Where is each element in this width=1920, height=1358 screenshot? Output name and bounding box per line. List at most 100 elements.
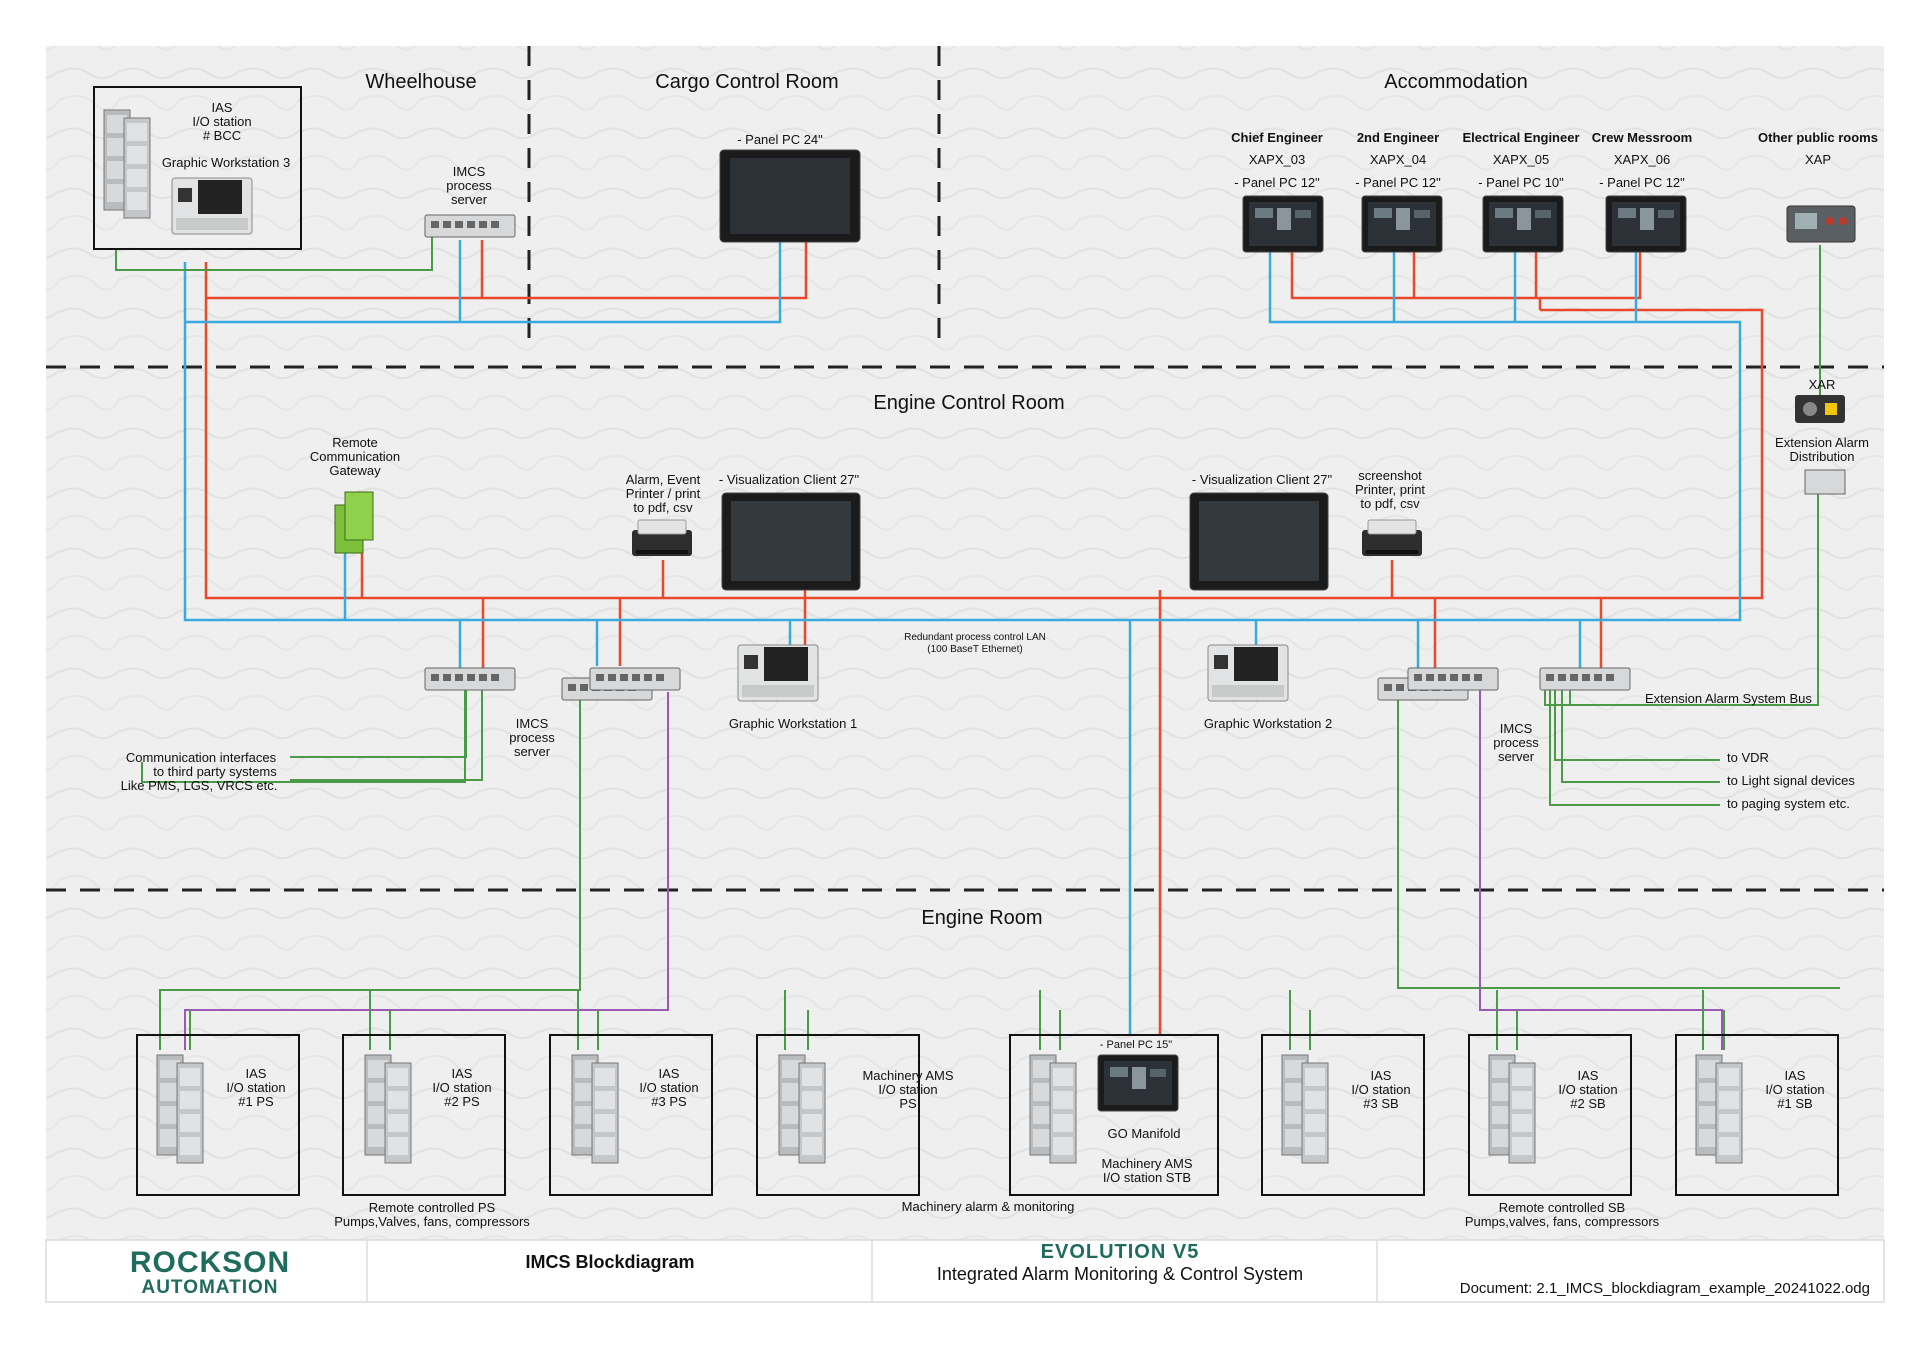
- go-manifold-panel: [1097, 1054, 1179, 1112]
- screenshot-printer-label-1: screenshot: [1358, 468, 1422, 483]
- ext-alarm-label: Extension Alarm: [1775, 435, 1869, 450]
- brand-line-2: AUTOMATION: [141, 1277, 279, 1298]
- station-ams-ps-l2: I/O station: [878, 1082, 937, 1097]
- screenshot-printer-device: [1361, 519, 1423, 557]
- cabin-xapx: XAPX_04: [1370, 152, 1426, 167]
- comm-label-1: Communication interfaces: [126, 750, 277, 765]
- cabin-panel-device: [1242, 195, 1324, 253]
- xap-device: [1786, 205, 1856, 243]
- station-2ps-l2: I/O station: [432, 1080, 491, 1095]
- xap-label: XAP: [1805, 152, 1831, 167]
- document-id: Document: 2.1_IMCS_blockdiagram_example_…: [1459, 1280, 1870, 1297]
- graphic-workstation-3-label: Graphic Workstation 3: [162, 155, 290, 170]
- lan-label-2: (100 BaseT Ethernet): [927, 644, 1022, 655]
- station-2sb-l3: #2 SB: [1570, 1096, 1605, 1111]
- imcs-left-label-1: IMCS: [516, 716, 549, 731]
- product-subtitle: Integrated Alarm Monitoring & Control Sy…: [936, 1264, 1304, 1284]
- wheelhouse-imcs-switch: [424, 214, 516, 238]
- io-rack-1ps: [156, 1054, 204, 1164]
- alarm-printer-label-1: Alarm, Event: [626, 472, 701, 487]
- station-2sb-l1: IAS: [1578, 1068, 1599, 1083]
- imcs-left-label-2: process: [509, 730, 555, 745]
- comm-label-3: Like PMS, LGS, VRCS etc.: [121, 778, 278, 793]
- io-station-frame-3ps: [549, 1034, 713, 1196]
- cabin-xapx: XAPX_06: [1614, 152, 1670, 167]
- alarm-printer-label-3: to pdf, csv: [633, 500, 693, 515]
- graphic-workstation-2-label: Graphic Workstation 2: [1204, 716, 1332, 731]
- diagram-background: [46, 46, 1884, 1240]
- cabin-panel: - Panel PC 12": [1234, 175, 1320, 190]
- zone-accommodation: Accommodation: [1384, 71, 1527, 93]
- graphic-workstation-1-label: Graphic Workstation 1: [729, 716, 857, 731]
- station-3sb-l3: #3 SB: [1363, 1096, 1398, 1111]
- xar-label: XAR: [1809, 377, 1836, 392]
- cabin-crew-messroom: Crew Messroom XAPX_06 - Panel PC 12": [1592, 130, 1692, 253]
- lan-red: [204, 240, 1764, 1035]
- cabin-panel-device: [1482, 195, 1564, 253]
- go-panel-label: - Panel PC 15": [1100, 1039, 1172, 1051]
- ext-bus-label: Extension Alarm System Bus: [1645, 691, 1812, 706]
- wheelhouse-io-rack: [103, 109, 151, 219]
- cabin-panel-device: [1605, 195, 1687, 253]
- other-rooms-label: Other public rooms: [1758, 130, 1878, 145]
- io-rack-2sb: [1488, 1054, 1536, 1164]
- alarm-printer-label-2: Printer / print: [626, 486, 701, 501]
- vis-client-2-label: - Visualization Client 27": [1192, 472, 1333, 487]
- io-rack-2ps: [364, 1054, 412, 1164]
- engine-room-stations: IAS I/O station #1 PS IAS I/O station #2…: [136, 1034, 1839, 1196]
- document-title: IMCS Blockdiagram: [525, 1252, 695, 1272]
- cabin-chief-engineer: Chief Engineer XAPX_03 - Panel PC 12": [1231, 130, 1324, 253]
- alarm-printer-device: [631, 519, 693, 557]
- cabin-panel-device: [1361, 195, 1443, 253]
- zone-wheelhouse: Wheelhouse: [365, 71, 476, 93]
- brand-line-1: ROCKSON: [129, 1246, 291, 1279]
- station-2ps-l1: IAS: [452, 1066, 473, 1081]
- station-1ps-l1: IAS: [246, 1066, 267, 1081]
- io-rack-ams-ps: [778, 1054, 826, 1164]
- vis-client-2-screen: [1199, 501, 1319, 581]
- ext-alarm-device: [1804, 469, 1846, 495]
- cabin-xapx: XAPX_05: [1493, 152, 1549, 167]
- remote-sb-label-1: Remote controlled SB: [1499, 1200, 1625, 1215]
- vis-client-1-label: - Visualization Client 27": [719, 472, 860, 487]
- cabin-xapx: XAPX_03: [1249, 152, 1305, 167]
- imcs-right-label-3: server: [1498, 749, 1535, 764]
- station-3sb-l1: IAS: [1371, 1068, 1392, 1083]
- imcs-switch-right-c: [1539, 667, 1631, 691]
- comm-label-2: to third party systems: [153, 764, 277, 779]
- zone-engine-room: Engine Room: [921, 907, 1042, 929]
- cabin-name: 2nd Engineer: [1357, 130, 1439, 145]
- gateway-label-3: Gateway: [329, 463, 381, 478]
- imcs-right-label-2: process: [1493, 735, 1539, 750]
- io-station-frame-stb: [1009, 1034, 1219, 1196]
- to-paging-label: to paging system etc.: [1727, 796, 1850, 811]
- io-station-frame-3sb: [1261, 1034, 1425, 1196]
- cabin-name: Electrical Engineer: [1462, 130, 1579, 145]
- rockson-logo: ROCKSON AUTOMATION: [110, 1248, 310, 1298]
- imcs-switch-left-a: [424, 667, 516, 691]
- wheelhouse-ias-label: IAS: [212, 100, 233, 115]
- station-1ps-l3: #1 PS: [238, 1094, 274, 1109]
- screenshot-printer-label-2: Printer, print: [1355, 482, 1425, 497]
- wheelhouse-process-label: process: [446, 178, 492, 193]
- lan-blue: [183, 240, 1742, 1035]
- gateway-label-2: Communication: [310, 449, 400, 464]
- lan-label-1: Redundant process control LAN: [904, 632, 1046, 643]
- footer-frame: [45, 1239, 1885, 1303]
- station-ams-ps-l3: PS: [899, 1096, 917, 1111]
- graphic-workstation-1-device: [737, 644, 819, 702]
- remote-ps-label-1: Remote controlled PS: [369, 1200, 496, 1215]
- io-station-frame-1ps: [136, 1034, 300, 1196]
- gateway-device: [334, 491, 374, 554]
- graphic-workstation-2-device: [1207, 644, 1289, 702]
- zone-dividers: [46, 46, 1884, 892]
- cabin-name: Crew Messroom: [1592, 130, 1692, 145]
- imcs-right-label-1: IMCS: [1500, 721, 1533, 736]
- zone-cargo-control-room: Cargo Control Room: [655, 71, 838, 93]
- cargo-panel-label: - Panel PC 24": [737, 132, 823, 147]
- stb-label-2: I/O station STB: [1103, 1170, 1191, 1185]
- wheelhouse-bcc-label: # BCC: [203, 128, 241, 143]
- station-ams-ps-l1: Machinery AMS: [862, 1068, 953, 1083]
- stb-label-1: Machinery AMS: [1101, 1156, 1192, 1171]
